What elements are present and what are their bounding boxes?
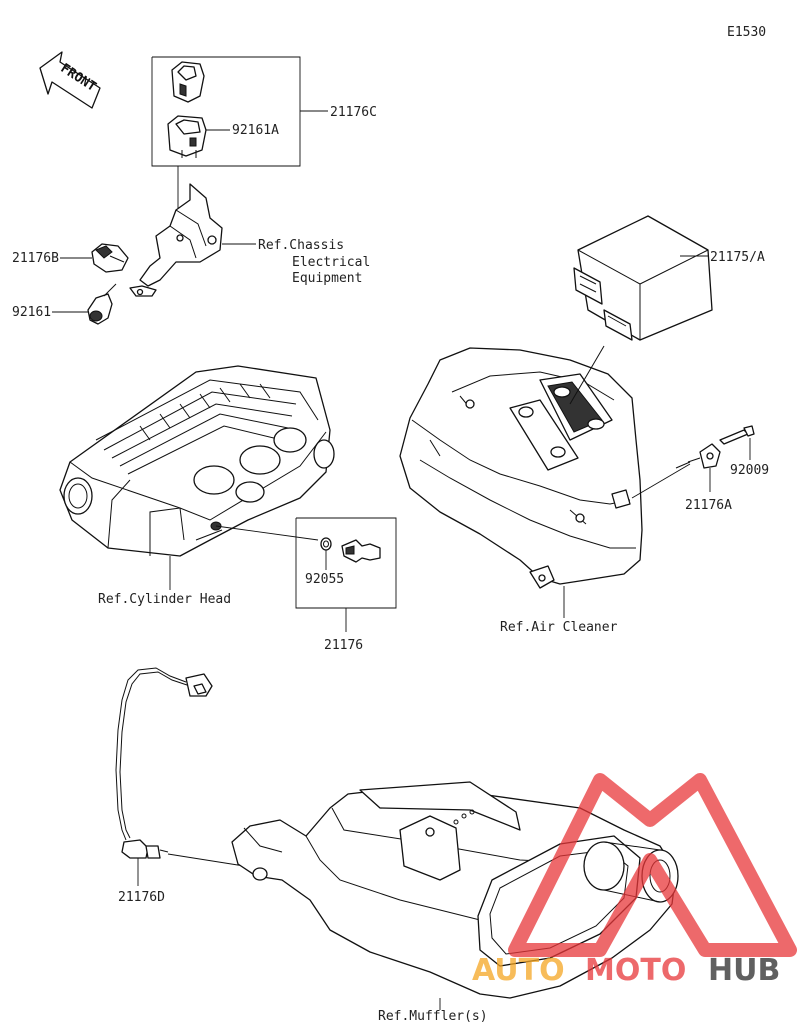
watermark-auto: AUTO — [472, 953, 565, 988]
o2-sensor-21176D-part — [115, 667, 213, 859]
label-ref-chassis-2: Electrical — [292, 255, 370, 270]
temp-sensor-group-bracket — [295, 517, 397, 632]
watermark-hub: HUB — [708, 953, 780, 988]
label-ref-air-cleaner: Ref.Air Cleaner — [500, 620, 618, 635]
label-21176D: 21176D — [118, 890, 165, 905]
label-92161: 92161 — [12, 305, 51, 320]
front-arrow-icon: FRONT — [39, 51, 101, 109]
grommet-92161-part — [87, 283, 117, 325]
automotohub-watermark-logo: AUTO MOTO HUB — [472, 773, 797, 988]
temp-sensor-21176-part — [341, 539, 381, 563]
relay-group-bracket — [151, 56, 328, 167]
label-92055: 92055 — [305, 572, 344, 587]
cylinder-head-part — [59, 365, 335, 557]
washer-92055-part — [320, 537, 332, 551]
bracket-part — [129, 183, 223, 297]
label-92161A: 92161A — [232, 123, 279, 138]
label-ref-chassis-3: Equipment — [292, 271, 362, 286]
air-cleaner-part — [399, 345, 643, 589]
label-ref-cylinder-head: Ref.Cylinder Head — [98, 592, 231, 607]
label-ref-muffler: Ref.Muffler(s) — [378, 1009, 488, 1024]
relay-part — [171, 61, 205, 103]
label-21176C: 21176C — [330, 105, 377, 120]
label-21176: 21176 — [324, 638, 363, 653]
diagram-code: E1530 — [727, 25, 766, 40]
label-ref-chassis-1: Ref.Chassis — [258, 238, 344, 253]
sensor-21176A-part — [675, 443, 721, 469]
watermark-moto: MOTO — [585, 953, 686, 988]
relay-holder-part — [167, 115, 207, 158]
bolt-92009-part — [719, 425, 755, 445]
label-21175A: 21175/A — [710, 250, 765, 265]
sensor-21176B-part — [91, 243, 129, 273]
label-21176A: 21176A — [685, 498, 732, 513]
ecu-part — [573, 215, 713, 341]
label-92009: 92009 — [730, 463, 769, 478]
label-21176B: 21176B — [12, 251, 59, 266]
